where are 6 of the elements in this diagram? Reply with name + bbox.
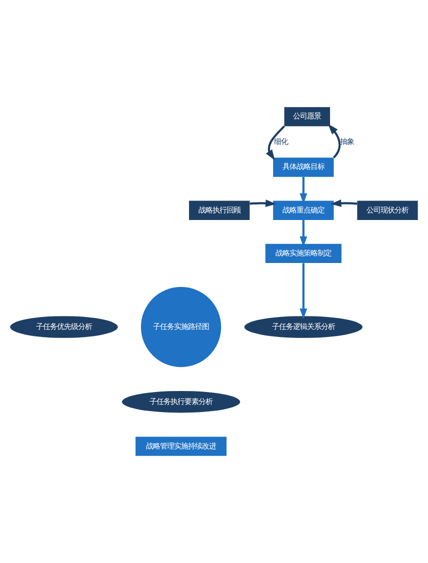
arrow [328, 124, 341, 158]
arrow [266, 126, 286, 160]
arrow [300, 176, 308, 204]
arrow [250, 200, 276, 207]
arrow [300, 263, 308, 320]
arrow [330, 200, 358, 207]
